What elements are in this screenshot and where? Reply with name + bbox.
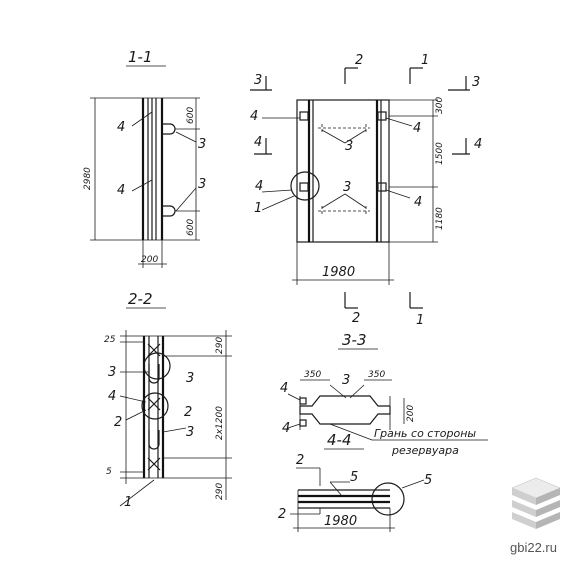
callout-plan-d: 4: [255, 179, 263, 194]
callout-3-3-a: 3: [342, 373, 350, 388]
section-2-2-title: 2-2: [128, 290, 153, 308]
callout-2-2-d: 2: [114, 415, 122, 430]
callout-2-2-b: 3: [186, 371, 194, 386]
callout-2-2-g: 1: [124, 495, 132, 510]
callout-3-3-c: 4: [282, 421, 290, 436]
callout-1-1-b: 4: [117, 183, 125, 198]
cut-4-right: 4: [474, 137, 482, 152]
dim-2-2-290-bottom: 290: [215, 483, 225, 500]
stacked-slabs-icon: [511, 477, 561, 529]
cut-2-bottom: 2: [352, 311, 360, 326]
callout-plan-e: 1: [254, 201, 262, 216]
cut-1-bottom: 1: [416, 313, 424, 328]
callout-plan-f: 3: [343, 180, 351, 195]
section-3-3-title: 3-3: [342, 331, 367, 349]
callout-3-3-b: 4: [280, 381, 288, 396]
dim-1-1-height: 2980: [83, 167, 93, 190]
section-4-4-title: 4-4: [327, 431, 352, 449]
dim-4-4-width: 1980: [324, 514, 357, 529]
watermark: gbi22.ru: [510, 477, 561, 555]
cut-3-left: 3: [254, 73, 262, 88]
callout-plan-b: 4: [413, 121, 421, 136]
cut-2-top: 2: [355, 53, 363, 68]
section-1-1: 1-1 2980 600 600 200 4 4: [83, 48, 206, 268]
dim-1-1-top: 600: [186, 107, 196, 124]
section-1-1-title: 1-1: [128, 48, 153, 66]
dim-2-2-290-top: 290: [215, 337, 225, 354]
callout-1-1-c: 3: [198, 137, 206, 152]
dim-1-1-width: 200: [141, 255, 158, 265]
callout-4-4-d: 5: [424, 473, 432, 488]
callout-2-2-c: 4: [108, 389, 116, 404]
callout-1-1-d: 3: [198, 177, 206, 192]
dim-2-2-25: 25: [104, 335, 116, 345]
note-line1: Грань со стороны: [374, 427, 476, 440]
dim-1-1-bottom: 600: [186, 219, 196, 236]
callout-plan-c: 3: [345, 139, 353, 154]
cut-3-right: 3: [472, 75, 480, 90]
section-4-4: 4-4 2 2 5 5 1980: [278, 431, 432, 532]
callout-2-2-e: 2: [184, 405, 192, 420]
dim-plan-1180: 1180: [435, 207, 445, 230]
plan-view: 2 1 3 3 4 4 2 1 300 1500 1180: [250, 53, 482, 328]
note-line2: резервуара: [391, 444, 459, 457]
dim-3-3-right: 350: [368, 370, 385, 380]
callout-2-2-a: 3: [108, 365, 116, 380]
callout-2-2-f: 3: [186, 425, 194, 440]
callout-1-1-a: 4: [117, 120, 125, 135]
callout-4-4-c: 5: [350, 470, 358, 485]
dim-3-3-height: 200: [406, 405, 416, 422]
dim-plan-300: 300: [435, 97, 445, 114]
section-2-2: 2-2 25 5 290 2x1200 290 3: [104, 290, 232, 510]
callout-4-4-a: 2: [296, 453, 304, 468]
watermark-text: gbi22.ru: [510, 540, 557, 555]
dim-plan-width: 1980: [322, 265, 355, 280]
cut-1-top: 1: [421, 53, 429, 68]
section-3-3: 3-3 350 350 200 3 4 4 Грань со стороны р…: [280, 331, 488, 457]
dim-2-2-5: 5: [106, 467, 112, 477]
callout-plan-a: 4: [250, 109, 258, 124]
cut-4-left: 4: [254, 135, 262, 150]
dim-2-2-2x1200: 2x1200: [215, 406, 225, 440]
dim-plan-1500: 1500: [435, 142, 445, 165]
dim-3-3-left: 350: [304, 370, 321, 380]
callout-4-4-b: 2: [278, 507, 286, 522]
callout-plan-g: 4: [414, 195, 422, 210]
